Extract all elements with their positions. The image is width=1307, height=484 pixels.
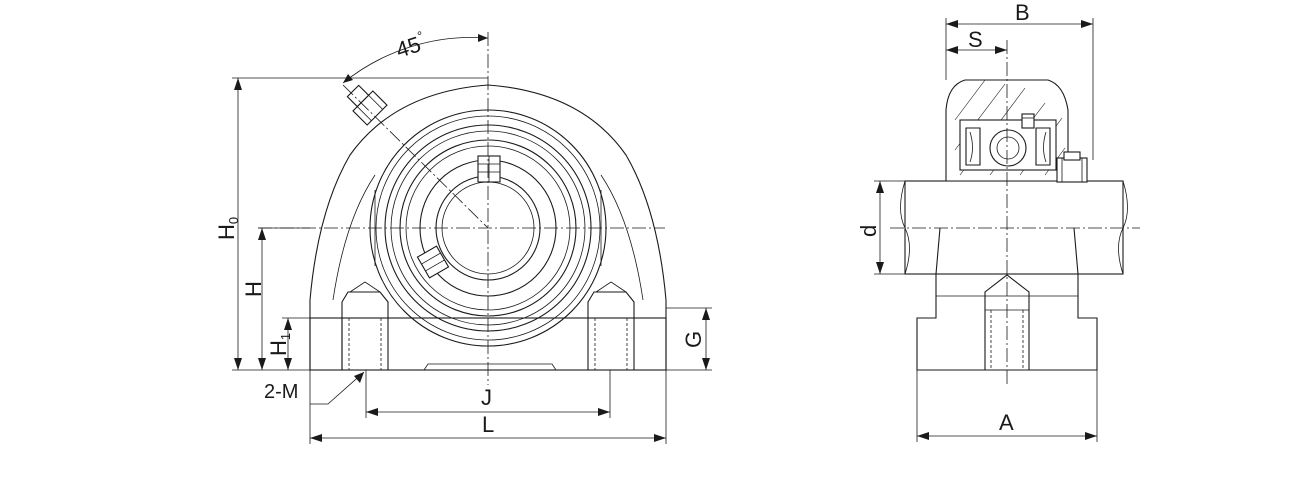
label-S: S [968, 27, 983, 52]
label-J: J [481, 385, 492, 410]
label-A: A [999, 410, 1014, 435]
set-screw-top [477, 155, 501, 183]
front-labels: 45° H0 H H1 2-M J L G [214, 28, 706, 437]
grease-axis-line [342, 84, 489, 229]
side-view [890, 40, 1140, 385]
front-dimensions [232, 77, 712, 444]
grease-nipple [346, 84, 388, 126]
label-L: L [482, 412, 494, 437]
housing-inner-right [600, 174, 644, 301]
front-view [258, 32, 667, 385]
label-B: B [1015, 0, 1030, 25]
side-labels: B S d A [856, 0, 1030, 435]
bolt-boss-right [587, 281, 635, 370]
side-dimensions [874, 18, 1098, 442]
base-recess [423, 363, 557, 371]
side-pedestal [935, 227, 1079, 275]
side-collar [1056, 151, 1088, 183]
angle-arc [342, 37, 489, 84]
set-screw-lower [416, 245, 450, 279]
label-H1: H1 [266, 333, 293, 356]
label-2M: 2-M [264, 381, 298, 403]
housing-inner-left [332, 174, 376, 301]
label-angle: 45° [392, 28, 429, 63]
leader-2M [310, 371, 365, 405]
label-d: d [856, 225, 881, 237]
bolt-boss-left [341, 281, 389, 370]
shaft [900, 180, 1128, 275]
label-G: G [681, 331, 706, 348]
label-H: H [241, 281, 266, 297]
label-H0: H0 [214, 217, 241, 240]
